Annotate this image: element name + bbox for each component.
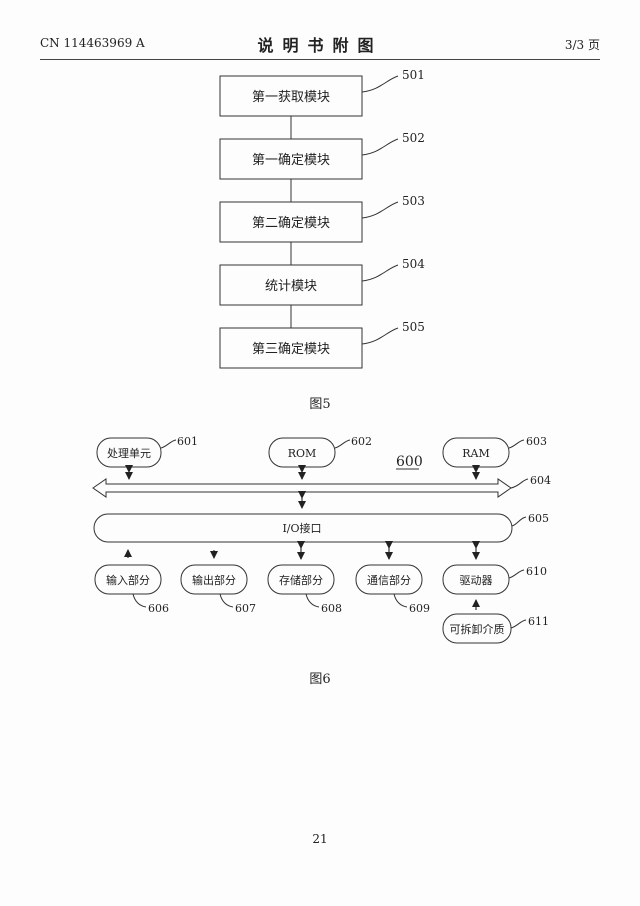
- fig5-module-1-label: 第一获取模块: [252, 90, 330, 105]
- fig6-rom: ROM: [268, 437, 336, 468]
- fig6-bottom-leaders: [132, 569, 527, 629]
- fig5-leader-lines: [361, 75, 399, 345]
- fig6-io-leader: [511, 516, 527, 527]
- fig6-output-section: 输出部分: [180, 564, 248, 595]
- fig5-module-5-label: 第三确定模块: [252, 342, 330, 357]
- fig5-caption: 图5: [309, 397, 330, 412]
- fig6-removable-medium-label: 可拆卸介质: [450, 622, 505, 636]
- fig5-module-3: 第二确定模块: [219, 201, 363, 243]
- page-title: 说明书附图: [257, 36, 383, 55]
- fig5-module-4: 统计模块: [219, 264, 363, 306]
- fig6-ref-609: 609: [409, 602, 430, 615]
- fig6-io-arrows: [124, 541, 480, 610]
- fig5-ref-502: 502: [402, 131, 425, 145]
- fig6-ref-603: 603: [526, 435, 547, 448]
- fig6-ref-606: 606: [148, 602, 169, 615]
- fig6-ref-607: 607: [235, 602, 256, 615]
- fig6-input-section: 输入部分: [94, 564, 162, 595]
- fig5-ref-503: 503: [402, 194, 425, 208]
- fig5-module-2: 第一确定模块: [219, 138, 363, 180]
- fig6-driver: 驱动器: [442, 564, 510, 595]
- fig5-module-3-label: 第二确定模块: [252, 216, 330, 231]
- fig6-io-label: I/O接口: [282, 522, 321, 535]
- fig6-processing-unit: 处理单元: [96, 437, 162, 468]
- fig6-bus: [92, 478, 512, 498]
- fig6-ref-610: 610: [526, 565, 547, 578]
- fig6-ref-611: 611: [528, 615, 549, 628]
- page-number: 21: [312, 832, 327, 846]
- fig6-removable-medium: 可拆卸介质: [442, 613, 512, 644]
- fig6-ref-602: 602: [351, 435, 372, 448]
- fig6-communication-label: 通信部分: [367, 573, 411, 587]
- patent-number: CN 114463969 A: [40, 36, 145, 50]
- fig6-system-ref: 600: [396, 454, 423, 470]
- fig6-ref-608: 608: [321, 602, 342, 615]
- fig6-input-label: 输入部分: [106, 573, 150, 587]
- fig5-ref-501: 501: [402, 68, 425, 82]
- fig6-ref-604: 604: [530, 474, 551, 487]
- fig5-module-4-label: 统计模块: [265, 279, 317, 294]
- fig6-ref-605: 605: [528, 512, 549, 525]
- fig6-ram: RAM: [442, 437, 510, 468]
- fig6-ref-601: 601: [177, 435, 198, 448]
- fig6-processing-unit-label: 处理单元: [107, 447, 151, 460]
- fig6-top-leaders: [160, 439, 525, 449]
- fig6-storage-section: 存储部分: [267, 564, 335, 595]
- fig6-ram-label: RAM: [462, 447, 490, 460]
- fig6-bus-leader: [510, 478, 529, 489]
- header-rule: [40, 59, 600, 60]
- fig5-module-2-label: 第一确定模块: [252, 153, 330, 168]
- fig6-bus-arrows: [125, 465, 480, 509]
- fig6-driver-label: 驱动器: [460, 574, 493, 587]
- fig6-rom-label: ROM: [288, 447, 317, 460]
- page-reference: 3/3 页: [564, 38, 600, 52]
- fig5-ref-505: 505: [402, 320, 425, 334]
- fig6-storage-label: 存储部分: [279, 573, 323, 587]
- fig6-communication-section: 通信部分: [355, 564, 423, 595]
- fig6-caption: 图6: [309, 672, 330, 687]
- fig6-io-interface: I/O接口: [93, 513, 513, 543]
- fig6-output-label: 输出部分: [192, 573, 236, 587]
- fig5-module-1: 第一获取模块: [219, 75, 363, 117]
- fig5-module-5: 第三确定模块: [219, 327, 363, 369]
- fig5-ref-504: 504: [402, 257, 425, 271]
